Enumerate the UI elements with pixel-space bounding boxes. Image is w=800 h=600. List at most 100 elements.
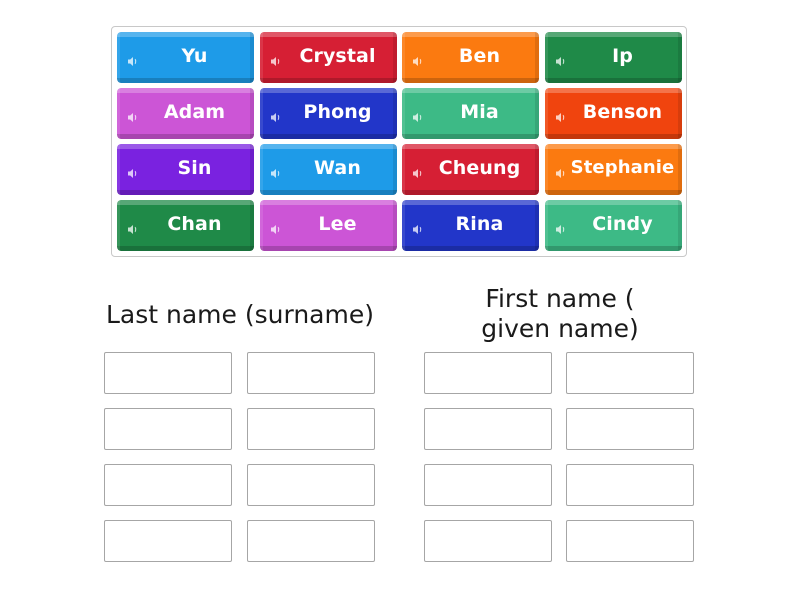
speaker-icon[interactable] — [555, 220, 567, 234]
speaker-icon[interactable] — [555, 52, 567, 66]
first-name-slot-2[interactable] — [566, 352, 694, 394]
tile-bevel-right — [678, 88, 682, 139]
tile-label: Cindy — [592, 213, 653, 235]
speaker-icon[interactable] — [412, 52, 424, 66]
tile-face — [117, 144, 254, 195]
tile-bevel-right — [678, 200, 682, 251]
tile-label: Benson — [582, 101, 663, 123]
tile-bevel-right — [678, 144, 682, 195]
speaker-icon[interactable] — [127, 108, 139, 122]
speaker-icon[interactable] — [555, 164, 567, 178]
tile-bevel-left — [402, 144, 405, 195]
draggable-tile-lee[interactable]: Lee — [260, 200, 397, 251]
tile-bevel-right — [250, 144, 254, 195]
tile-bevel-bottom — [260, 190, 397, 195]
tile-bevel-top — [260, 144, 397, 149]
tile-label: Ben — [458, 45, 501, 67]
last-name-slot-2[interactable] — [247, 352, 375, 394]
draggable-tile-chan[interactable]: Chan — [117, 200, 254, 251]
tile-bevel-top — [402, 144, 539, 149]
tile-label: Lee — [318, 213, 357, 235]
tile-bevel-bottom — [260, 134, 397, 139]
first-name-slot-5[interactable] — [424, 464, 552, 506]
tile-bevel-right — [535, 88, 539, 139]
tile-face — [117, 200, 254, 251]
tile-bevel-left — [260, 88, 263, 139]
group-heading-last-name: Last name (surname) — [106, 300, 374, 329]
tile-label: Yu — [181, 45, 208, 67]
tile-bevel-bottom — [402, 78, 539, 83]
tile-bevel-left — [402, 32, 405, 83]
last-name-slot-4[interactable] — [247, 408, 375, 450]
last-name-slot-5[interactable] — [104, 464, 232, 506]
draggable-tile-phong[interactable]: Phong — [260, 88, 397, 139]
tile-bevel-top — [545, 200, 682, 205]
tile-bevel-top — [260, 88, 397, 93]
first-name-slot-8[interactable] — [566, 520, 694, 562]
draggable-tile-stephanie[interactable]: Stephanie — [545, 144, 682, 195]
tile-bevel-top — [402, 88, 539, 93]
tile-bevel-right — [393, 144, 397, 195]
draggable-tile-yu[interactable]: Yu — [117, 32, 254, 83]
draggable-tile-adam[interactable]: Adam — [117, 88, 254, 139]
draggable-tile-ip[interactable]: Ip — [545, 32, 682, 83]
tile-bevel-top — [117, 200, 254, 205]
tile-bevel-top — [117, 32, 254, 37]
last-name-slot-1[interactable] — [104, 352, 232, 394]
draggable-tile-sin[interactable]: Sin — [117, 144, 254, 195]
tile-bevel-left — [260, 200, 263, 251]
tile-bevel-bottom — [545, 78, 682, 83]
draggable-tile-rina[interactable]: Rina — [402, 200, 539, 251]
last-name-slot-6[interactable] — [247, 464, 375, 506]
last-name-slot-3[interactable] — [104, 408, 232, 450]
tile-bevel-right — [535, 200, 539, 251]
tile-face — [402, 144, 539, 195]
speaker-icon[interactable] — [412, 164, 424, 178]
tile-bevel-bottom — [545, 246, 682, 251]
last-name-slot-8[interactable] — [247, 520, 375, 562]
speaker-icon[interactable] — [412, 108, 424, 122]
tile-bevel-right — [393, 200, 397, 251]
tile-bevel-bottom — [260, 78, 397, 83]
tile-bevel-top — [545, 32, 682, 37]
tile-bevel-bottom — [402, 246, 539, 251]
tile-label: Sin — [177, 157, 212, 179]
draggable-tile-cindy[interactable]: Cindy — [545, 200, 682, 251]
speaker-icon[interactable] — [412, 220, 424, 234]
first-name-slot-3[interactable] — [424, 408, 552, 450]
tile-bevel-left — [260, 144, 263, 195]
tile-bevel-top — [402, 32, 539, 37]
speaker-icon[interactable] — [127, 164, 139, 178]
tile-face — [545, 144, 682, 195]
draggable-tile-wan[interactable]: Wan — [260, 144, 397, 195]
tile-label: Mia — [460, 101, 499, 123]
tile-bevel-left — [402, 200, 405, 251]
tile-label: Phong — [303, 101, 372, 123]
speaker-icon[interactable] — [270, 164, 282, 178]
draggable-tile-benson[interactable]: Benson — [545, 88, 682, 139]
first-name-slot-1[interactable] — [424, 352, 552, 394]
first-name-slot-6[interactable] — [566, 464, 694, 506]
first-name-slot-7[interactable] — [424, 520, 552, 562]
tile-bevel-bottom — [117, 134, 254, 139]
tile-bevel-right — [250, 200, 254, 251]
tile-bevel-right — [678, 32, 682, 83]
tile-bevel-top — [117, 144, 254, 149]
draggable-tile-cheung[interactable]: Cheung — [402, 144, 539, 195]
first-name-slot-4[interactable] — [566, 408, 694, 450]
tile-label: Adam — [163, 101, 226, 123]
tile-bevel-top — [260, 32, 397, 37]
draggable-tile-crystal[interactable]: Crystal — [260, 32, 397, 83]
tile-bevel-left — [117, 32, 120, 83]
last-name-slot-7[interactable] — [104, 520, 232, 562]
draggable-tile-ben[interactable]: Ben — [402, 32, 539, 83]
speaker-icon[interactable] — [270, 108, 282, 122]
tile-bevel-top — [545, 144, 682, 149]
speaker-icon[interactable] — [127, 220, 139, 234]
speaker-icon[interactable] — [270, 52, 282, 66]
speaker-icon[interactable] — [127, 52, 139, 66]
speaker-icon[interactable] — [270, 220, 282, 234]
speaker-icon[interactable] — [555, 108, 567, 122]
draggable-tile-mia[interactable]: Mia — [402, 88, 539, 139]
